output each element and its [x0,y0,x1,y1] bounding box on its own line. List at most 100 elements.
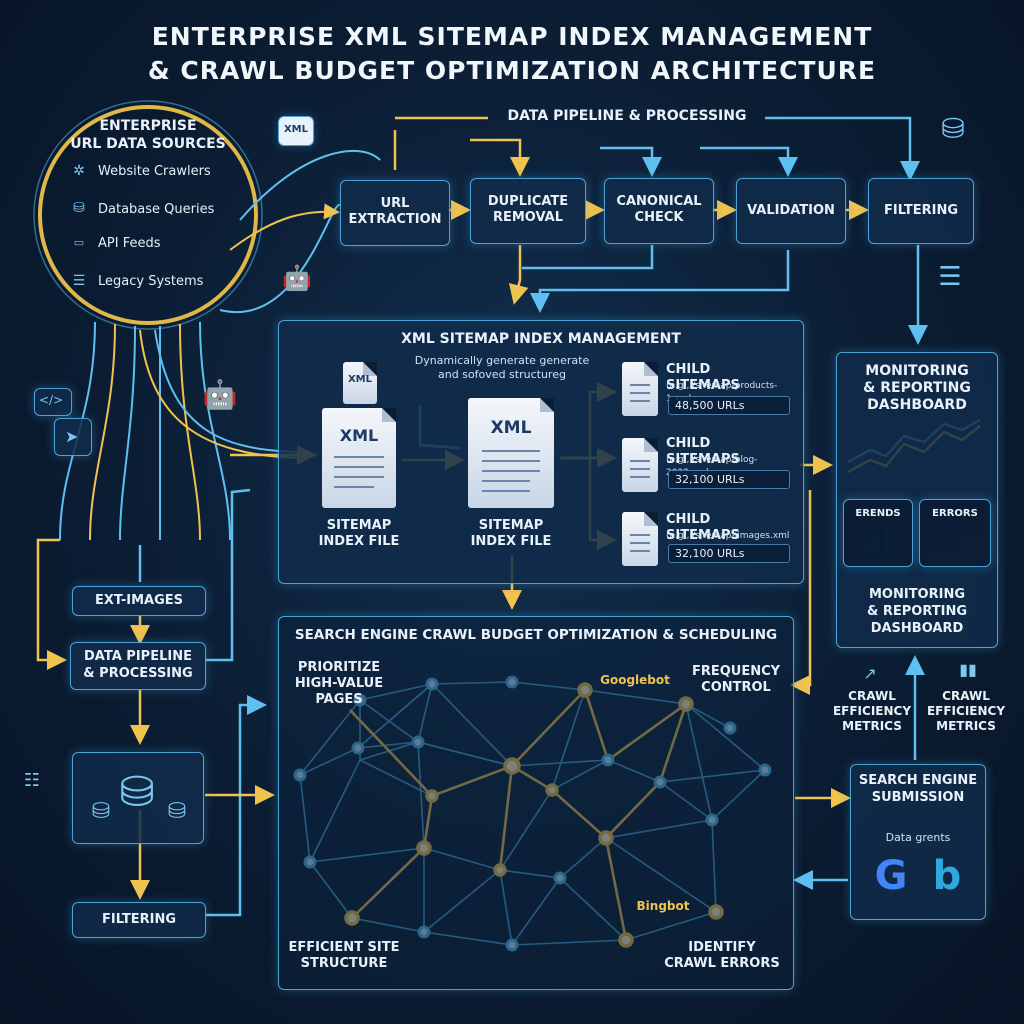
step-label: URL [380,196,410,211]
efficient-structure-label: Structure [300,956,388,971]
left-filtering-box: Filtering [72,902,206,938]
step-label: Removal [492,210,564,225]
pipeline-header: Data Pipeline & Processing [507,108,747,124]
doc-label: XML [347,374,373,385]
xml-badge-label: XML [283,124,309,135]
child-sitemap-document [622,512,658,566]
prioritize-label: Pages [315,692,363,707]
robot-icon: 🤖 [202,378,238,411]
source-item: Website Crawlers [98,164,211,179]
child-sitemap-url-count: 48,500 URLs [668,396,790,415]
step-label: Filtering [884,203,958,218]
dashboard-title: Monitoring [865,363,969,379]
left-pipeline-label: & Processing [83,666,193,681]
small-xml-document-icon: XML [343,362,377,404]
googlebot-label: Googlebot [600,673,670,687]
search-engine-submission-panel: Search Engine Submission Data grents G b [850,764,986,920]
monitoring-dashboard-panel: Monitoring & Reporting Dashboard ERENDS … [836,352,998,648]
list-icon: ☷ [23,770,41,791]
step-label: Check [634,210,684,225]
server-rack-icon: ☰ [938,262,962,292]
source-item: Database Queries [98,202,215,217]
sitemap-index-file-document: XML [322,408,396,508]
submission-title: Submission [871,790,965,805]
child-sitemap-example: (e.g., /sitemap-iimages.xml [666,531,790,541]
ext-images-box: EXT-IMAGES [72,586,206,616]
child-sitemap-url-count: 32,100 URLs [668,544,790,563]
dashboard-footer: & Reporting [866,604,967,619]
index-file-label: Index File [318,534,400,549]
trends-tile: ERENDS [843,499,913,567]
crawl-panel-header: Search Engine Crawl Budget Optimization … [294,627,778,643]
api-icon: ▭ [73,236,85,249]
google-logo-icon: G [874,853,908,899]
sitemap-panel-header: XML Sitemap Index Management [401,331,681,347]
page-title-line1: Enterprise XML Sitemap Index Management [151,22,873,51]
database-processing-box: ⛁ ⛁ ⛁ [72,752,204,844]
bing-logo-icon: b [932,853,962,899]
sitemap-note-line1: Dynamically generate generate [414,354,590,367]
step-filtering: Filtering [868,178,974,244]
sources-title-line1: Enterprise [99,118,197,134]
robot-icon: 🤖 [282,264,312,292]
child-sitemap-title: Child Sitemaps [666,512,740,543]
crawl-metrics-label: Metrics [936,719,996,733]
crawler-icon: ✲ [73,163,85,179]
step-canonical-check: Canonical Check [604,178,714,244]
bingbot-label: Bingbot [636,899,690,913]
database-icon: ⛁ [73,200,85,216]
bar-chart-icon: ▮▮ [959,660,977,679]
child-sitemap-title: Child Sitemaps [666,436,740,467]
errors-tile-label: ERRORS [932,508,978,519]
doc-label: XML [490,418,532,438]
trend-chart-icon: ↗ [863,664,877,683]
code-icon: </> [34,388,72,416]
database-settings-icon: ⛁ [941,112,965,145]
dashboard-footer: Dashboard [870,621,964,636]
sitemap-index-file-document: XML [468,398,554,508]
sitemap-note-line2: and sofoved structureg [438,368,566,381]
child-sitemap-url-count: 32,100 URLs [668,470,790,489]
prioritize-label: Prioritize [297,660,381,675]
step-label: Extraction [348,212,442,227]
frequency-label: Control [701,680,771,695]
crawl-metrics-label: Efficiency [832,704,912,718]
sources-ring [38,105,258,325]
sources-title-line2: URL Data Sources [70,136,226,152]
step-label: Canonical [616,194,702,209]
crawl-budget-panel: Search Engine Crawl Budget Optimization … [278,616,794,990]
left-filtering-label: Filtering [102,912,176,927]
source-item: API Feeds [98,236,161,251]
child-sitemap-document [622,362,658,416]
child-sitemap-document [622,438,658,492]
child-sitemap-title: Child Sitemaps [666,362,740,393]
database-icon: ⛁ [167,799,187,824]
database-icon: ⛁ [119,767,155,816]
index-file-label: Index File [470,534,552,549]
page-title-line2: & Crawl Budget Optimization Architecture [147,56,877,85]
index-file-label: Sitemap [478,518,544,533]
crawl-metrics-label: Metrics [842,719,902,733]
doc-label: XML [339,426,379,445]
identify-errors-label: Crawl Errors [664,956,780,971]
step-label: Validation [747,203,835,218]
crawl-metrics-label: Crawl [942,689,990,703]
dashboard-title: & Reporting [863,380,971,396]
prioritize-label: High-Value [294,676,384,691]
server-icon: ☰ [72,273,86,289]
identify-errors-label: Identify [688,940,756,955]
ext-images-label: EXT-IMAGES [94,593,183,608]
step-label: Duplicate [487,194,569,209]
index-file-label: Sitemap [326,518,392,533]
database-icon: ⛁ [91,799,111,824]
trends-tile-label: ERENDS [855,508,901,519]
source-item: Legacy Systems [98,274,204,289]
left-pipeline-box: Data Pipeline & Processing [70,642,206,690]
frequency-label: Frequency [691,664,781,679]
dashboard-footer: Monitoring [868,587,966,602]
sources-panel: Enterprise URL Data Sources ✲ Website Cr… [48,118,248,318]
dashboard-title: Dashboard [867,397,967,413]
cursor-icon: ➤ [54,418,92,456]
step-duplicate-removal: Duplicate Removal [470,178,586,244]
crawl-metrics-label: Efficiency [926,704,1006,718]
